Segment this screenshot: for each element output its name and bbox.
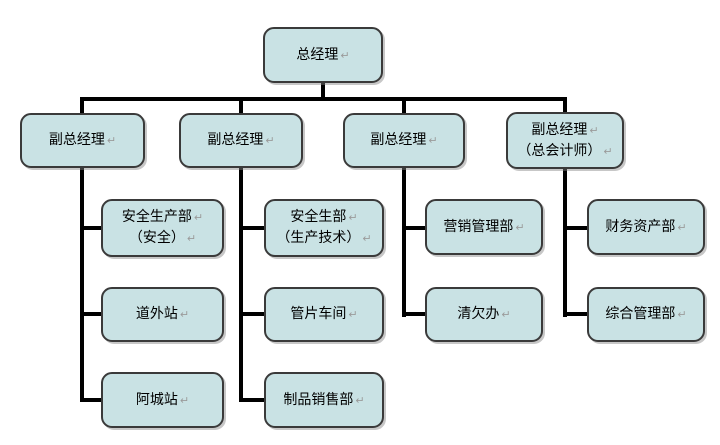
paragraph-return-mark: ↵: [348, 308, 358, 321]
node-label: （总会计师）: [517, 142, 602, 159]
org-node-root[interactable]: 总经理↵: [263, 27, 383, 83]
connector-vertical-group1: [80, 168, 84, 402]
org-node-vp3[interactable]: 副总经理↵: [343, 113, 465, 168]
org-node-g1c3[interactable]: 阿城站↵: [101, 372, 224, 428]
node-label: 副总经理: [370, 132, 427, 148]
org-node-g4c1[interactable]: 财务资产部↵: [587, 199, 705, 255]
paragraph-return-mark: ↵: [603, 144, 613, 158]
paragraph-return-mark: ↵: [265, 134, 275, 147]
paragraph-return-mark: ↵: [677, 308, 687, 321]
paragraph-return-mark: ↵: [355, 393, 365, 407]
connector-stub-g2c2: [241, 312, 264, 316]
paragraph-return-mark: ↵: [501, 308, 511, 321]
paragraph-return-mark: ↵: [515, 220, 525, 234]
connector-stub-g1c2: [82, 312, 101, 316]
connector-vertical-group2: [239, 168, 243, 402]
node-label: 总经理: [296, 46, 339, 63]
org-node-g1c1[interactable]: 安全生产部↵ （安全）↵: [101, 199, 224, 257]
paragraph-return-mark: ↵: [428, 134, 438, 147]
connector-stub-g4c1: [565, 226, 587, 230]
connector-stub-g2c1: [241, 226, 264, 230]
connector-vertical-group3: [402, 168, 406, 317]
node-label: 综合管理部: [605, 306, 676, 322]
paragraph-return-mark: ↵: [589, 123, 599, 137]
connector-root-stub: [321, 83, 325, 99]
connector-drop-vp2: [239, 99, 243, 114]
paragraph-return-mark: ↵: [362, 232, 372, 245]
paragraph-return-mark: ↵: [348, 211, 358, 224]
org-node-vp2[interactable]: 副总经理↵: [179, 113, 303, 168]
node-label: 安全生产部: [121, 209, 192, 225]
connector-stub-g2c3: [241, 398, 264, 402]
org-node-g3c1[interactable]: 营销管理部↵: [425, 199, 543, 255]
org-node-vp4[interactable]: 副总经理↵ （总会计师）↵: [506, 112, 624, 169]
paragraph-return-mark: ↵: [193, 211, 204, 224]
connector-drop-vp3: [402, 99, 406, 114]
node-label: 道外站: [135, 306, 178, 322]
org-node-g4c2[interactable]: 综合管理部↵: [587, 287, 705, 342]
org-node-g2c2[interactable]: 管片车间↵: [264, 287, 384, 342]
paragraph-return-mark: ↵: [340, 48, 350, 62]
node-label: （安全）: [128, 230, 185, 246]
node-label: 管片车间: [290, 306, 347, 322]
connector-stub-g1c1: [82, 226, 101, 230]
connector-stub-g4c2: [565, 312, 587, 316]
node-label: 阿城站: [135, 391, 178, 408]
node-label: 营销管理部: [443, 218, 514, 235]
node-label: （生产技术）: [276, 230, 361, 246]
node-label: 安全生部: [290, 209, 347, 225]
paragraph-return-mark: ↵: [106, 134, 117, 147]
connector-stub-g1c3: [82, 398, 101, 402]
org-node-vp1[interactable]: 副总经理↵: [20, 113, 145, 168]
connector-bus: [80, 97, 567, 101]
node-label: 副总经理: [531, 121, 588, 138]
connector-drop-vp1: [80, 99, 84, 114]
node-label: 副总经理: [48, 132, 105, 148]
node-label: 制品销售部: [283, 391, 354, 408]
paragraph-return-mark: ↵: [186, 232, 197, 245]
org-node-g3c2[interactable]: 清欠办↵: [425, 287, 543, 342]
org-node-g2c3[interactable]: 制品销售部↵: [264, 372, 384, 428]
connector-drop-vp4: [563, 99, 567, 114]
connector-stub-g3c1: [404, 226, 425, 230]
paragraph-return-mark: ↵: [677, 220, 687, 234]
node-label: 副总经理: [207, 132, 264, 148]
connector-stub-g3c2: [404, 312, 425, 316]
org-node-g1c2[interactable]: 道外站↵: [101, 287, 224, 342]
node-label: 财务资产部: [605, 218, 676, 235]
node-label: 清欠办: [457, 306, 500, 322]
paragraph-return-mark: ↵: [179, 308, 190, 321]
paragraph-return-mark: ↵: [179, 393, 190, 407]
connector-vertical-group4: [563, 169, 567, 317]
org-node-g2c1[interactable]: 安全生部↵ （生产技术）↵: [264, 199, 384, 257]
